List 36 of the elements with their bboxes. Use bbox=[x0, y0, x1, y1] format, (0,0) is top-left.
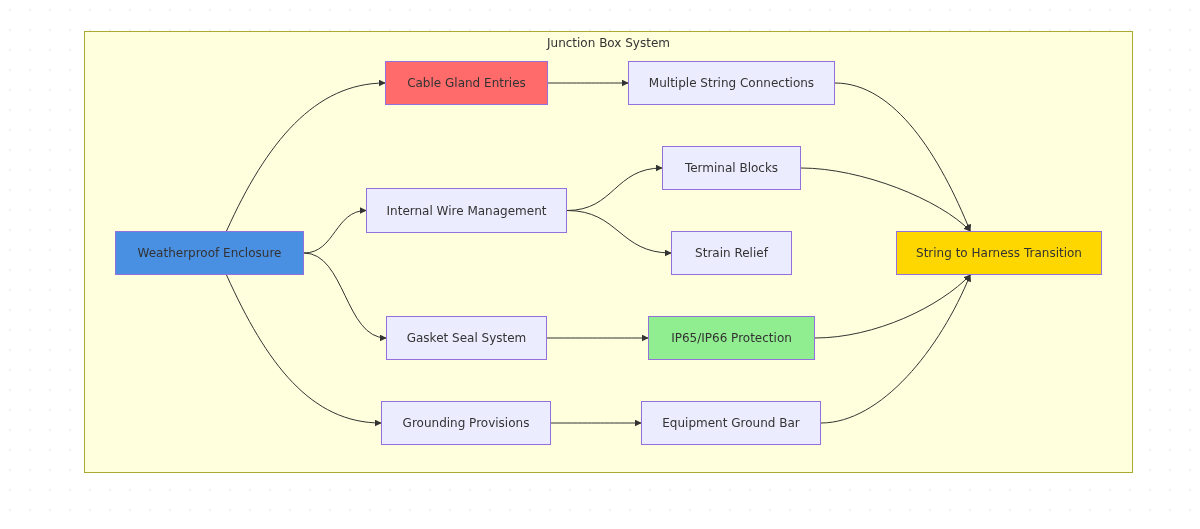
box-label: Cable Gland Entries bbox=[407, 76, 526, 90]
process-box bbox=[648, 316, 815, 360]
arrow bbox=[834, 82, 971, 232]
box-label: Multiple String Connections bbox=[648, 76, 815, 90]
box-label: IP65/IP66 Protection bbox=[671, 331, 792, 345]
process-box bbox=[628, 61, 835, 105]
box-label: Weatherproof Enclosure bbox=[137, 246, 282, 260]
process-box bbox=[381, 401, 551, 445]
arrow bbox=[226, 79, 386, 232]
box-label: String to Harness Transition bbox=[916, 246, 1082, 260]
arrow bbox=[226, 274, 382, 427]
arrow bbox=[820, 274, 971, 424]
group-container bbox=[84, 31, 1133, 473]
process-box bbox=[366, 188, 567, 233]
process-box bbox=[641, 401, 821, 445]
box-label: Equipment Ground Bar bbox=[662, 416, 800, 430]
group-title: Junction Box System bbox=[547, 36, 670, 50]
process-box bbox=[385, 61, 548, 105]
arrow bbox=[547, 79, 629, 87]
arrow bbox=[550, 419, 642, 427]
arrow bbox=[303, 207, 367, 254]
arrow bbox=[566, 210, 672, 257]
box-label: Gasket Seal System bbox=[406, 331, 527, 345]
process-box bbox=[386, 316, 547, 360]
arrow bbox=[303, 252, 387, 341]
box-label: Internal Wire Management bbox=[386, 203, 547, 218]
box-label: Grounding Provisions bbox=[402, 416, 530, 430]
process-box bbox=[671, 231, 792, 275]
box-label: Strain Relief bbox=[695, 246, 768, 260]
arrow bbox=[546, 334, 649, 342]
process-box bbox=[896, 231, 1102, 275]
box-label: Terminal Blocks bbox=[684, 161, 779, 175]
arrow bbox=[800, 167, 971, 232]
arrow bbox=[814, 274, 971, 339]
process-box bbox=[662, 146, 801, 190]
process-box bbox=[115, 231, 304, 275]
